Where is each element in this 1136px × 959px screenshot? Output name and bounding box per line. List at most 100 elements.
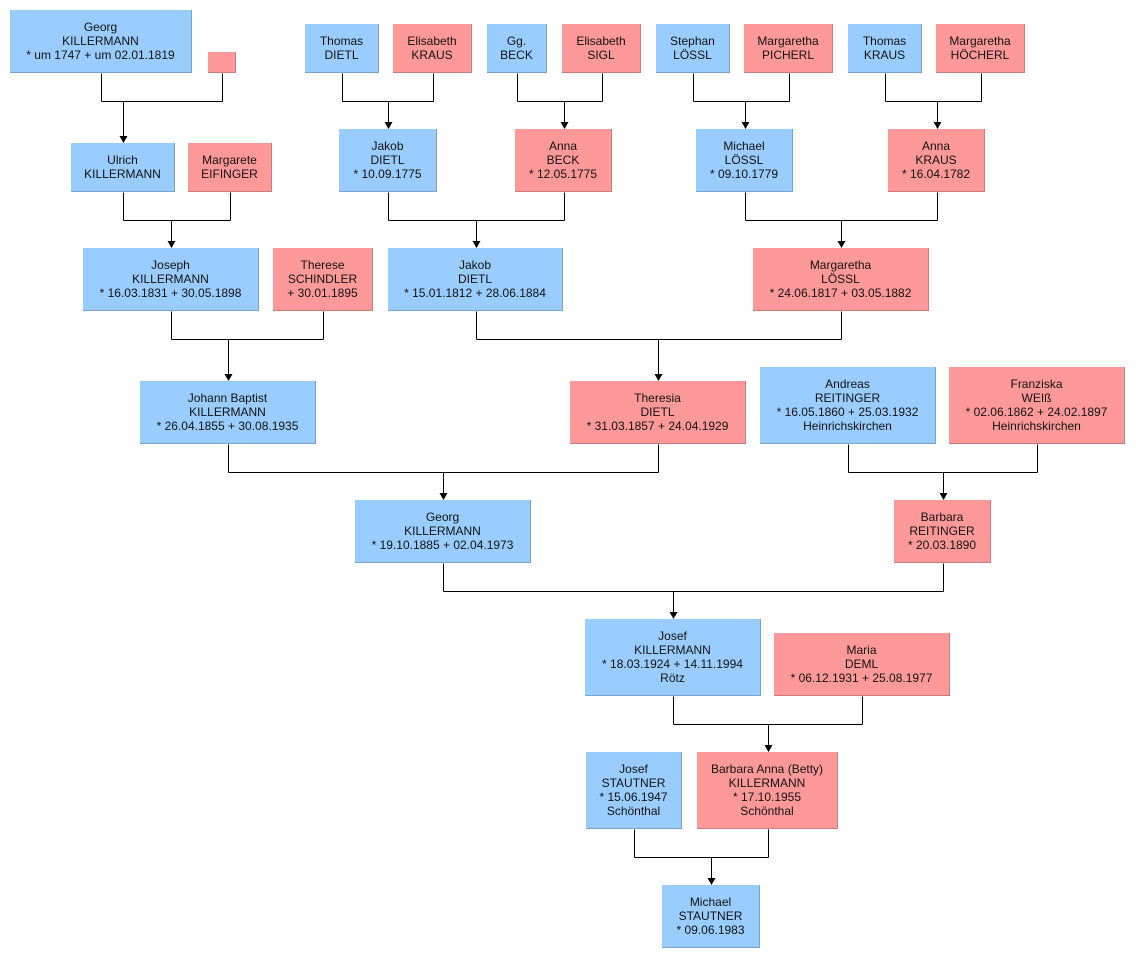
person-given-name: Stephan — [670, 34, 715, 48]
person-given-name: Anna — [921, 139, 951, 153]
person-given-name: Thomas — [862, 34, 907, 48]
connector-arrowhead — [119, 136, 128, 143]
connector-arrowhead — [669, 612, 678, 619]
person-life-dates: * 09.10.1779 — [709, 167, 779, 181]
person-surname: SCHINDLER — [287, 272, 358, 286]
person-life-dates: * 06.12.1931 + 25.08.1977 — [790, 671, 933, 685]
person-life-dates: * 16.05.1860 + 25.03.1932 — [776, 405, 919, 419]
connector-arrowhead — [933, 122, 942, 129]
person-given-name: Gg. — [506, 34, 527, 48]
person-life-dates: * 26.04.1855 + 30.08.1935 — [156, 419, 299, 433]
connector-arrowhead — [560, 122, 569, 129]
person-given-name: Josef — [658, 629, 687, 643]
person-surname: DIETL — [324, 48, 359, 62]
person-life-dates: * 17.10.1955 — [732, 790, 802, 804]
person-given-name: Johann Baptist — [187, 391, 268, 405]
connector-arrowhead — [224, 374, 233, 381]
person-surname: BECK — [500, 48, 533, 62]
person-unknown-wife[interactable] — [208, 52, 236, 73]
person-place: Rötz — [660, 671, 685, 685]
person-given-name: Georg — [83, 20, 118, 34]
person-place: Schönthal — [606, 804, 661, 818]
person-given-name: Ulrich — [107, 153, 138, 167]
person-surname: SIGL — [587, 48, 615, 62]
person-given-name: Theresia — [634, 391, 681, 405]
person-life-dates: * 16.03.1831 + 30.05.1898 — [99, 286, 242, 300]
person-surname: KILLERMANN — [62, 34, 139, 48]
person-given-name: Josef — [619, 762, 648, 776]
connector-arrowhead — [439, 493, 448, 500]
person-surname: LÖSSL — [724, 153, 764, 167]
person-surname: KILLERMANN — [189, 405, 266, 419]
person-surname: KILLERMANN — [84, 167, 161, 181]
person-life-dates: * um 1747 + um 02.01.1819 — [26, 48, 175, 62]
person-life-dates: * 31.03.1857 + 24.04.1929 — [586, 419, 729, 433]
person-given-name: Barbara — [920, 510, 964, 524]
person-surname: KRAUS — [411, 48, 453, 62]
person-surname: KILLERMANN — [132, 272, 209, 286]
person-given-name: Margaretha — [809, 258, 872, 272]
person-life-dates: * 02.06.1862 + 24.02.1897 — [965, 405, 1108, 419]
person-surname: LÖSSL — [673, 48, 712, 62]
person-surname: STAUTNER — [601, 776, 666, 790]
person-gg-beck[interactable]: Gg.BECK — [487, 24, 547, 73]
connector-arrowhead — [472, 241, 481, 248]
person-given-name: Maria — [846, 643, 877, 657]
connector-arrowhead — [707, 878, 716, 885]
person-life-dates: * 10.09.1775 — [353, 167, 422, 181]
person-given-name: Andreas — [825, 377, 870, 391]
person-given-name: Elisabeth — [576, 34, 626, 48]
connector-arrowhead — [741, 122, 750, 129]
person-surname: KRAUS — [915, 153, 957, 167]
person-place: Heinrichskirchen — [992, 419, 1081, 433]
person-given-name: Jakob — [371, 139, 404, 153]
person-life-dates: * 15.01.1812 + 28.06.1884 — [404, 286, 546, 300]
person-surname: EIFINGER — [201, 167, 258, 181]
person-life-dates: * 16.04.1782 — [901, 167, 971, 181]
person-given-name: Margaretha — [949, 34, 1011, 48]
person-life-dates: * 15.06.1947 — [599, 790, 668, 804]
connector-arrowhead — [764, 745, 773, 752]
person-place: Schönthal — [740, 804, 794, 818]
person-surname: WEIß — [1021, 391, 1052, 405]
person-surname: DIETL — [640, 405, 675, 419]
person-surname: KILLERMANN — [728, 776, 806, 790]
person-barbara-anna[interactable]: Barbara Anna (Betty)KILLERMANN* 17.10.19… — [697, 752, 838, 829]
person-given-name: Elisabeth — [407, 34, 457, 48]
person-surname: PICHERL — [761, 48, 814, 62]
person-given-name: Georg — [425, 510, 460, 524]
person-life-dates: * 09.06.1983 — [676, 923, 745, 937]
person-surname: KRAUS — [863, 48, 906, 62]
person-surname: REITINGER — [909, 524, 975, 538]
